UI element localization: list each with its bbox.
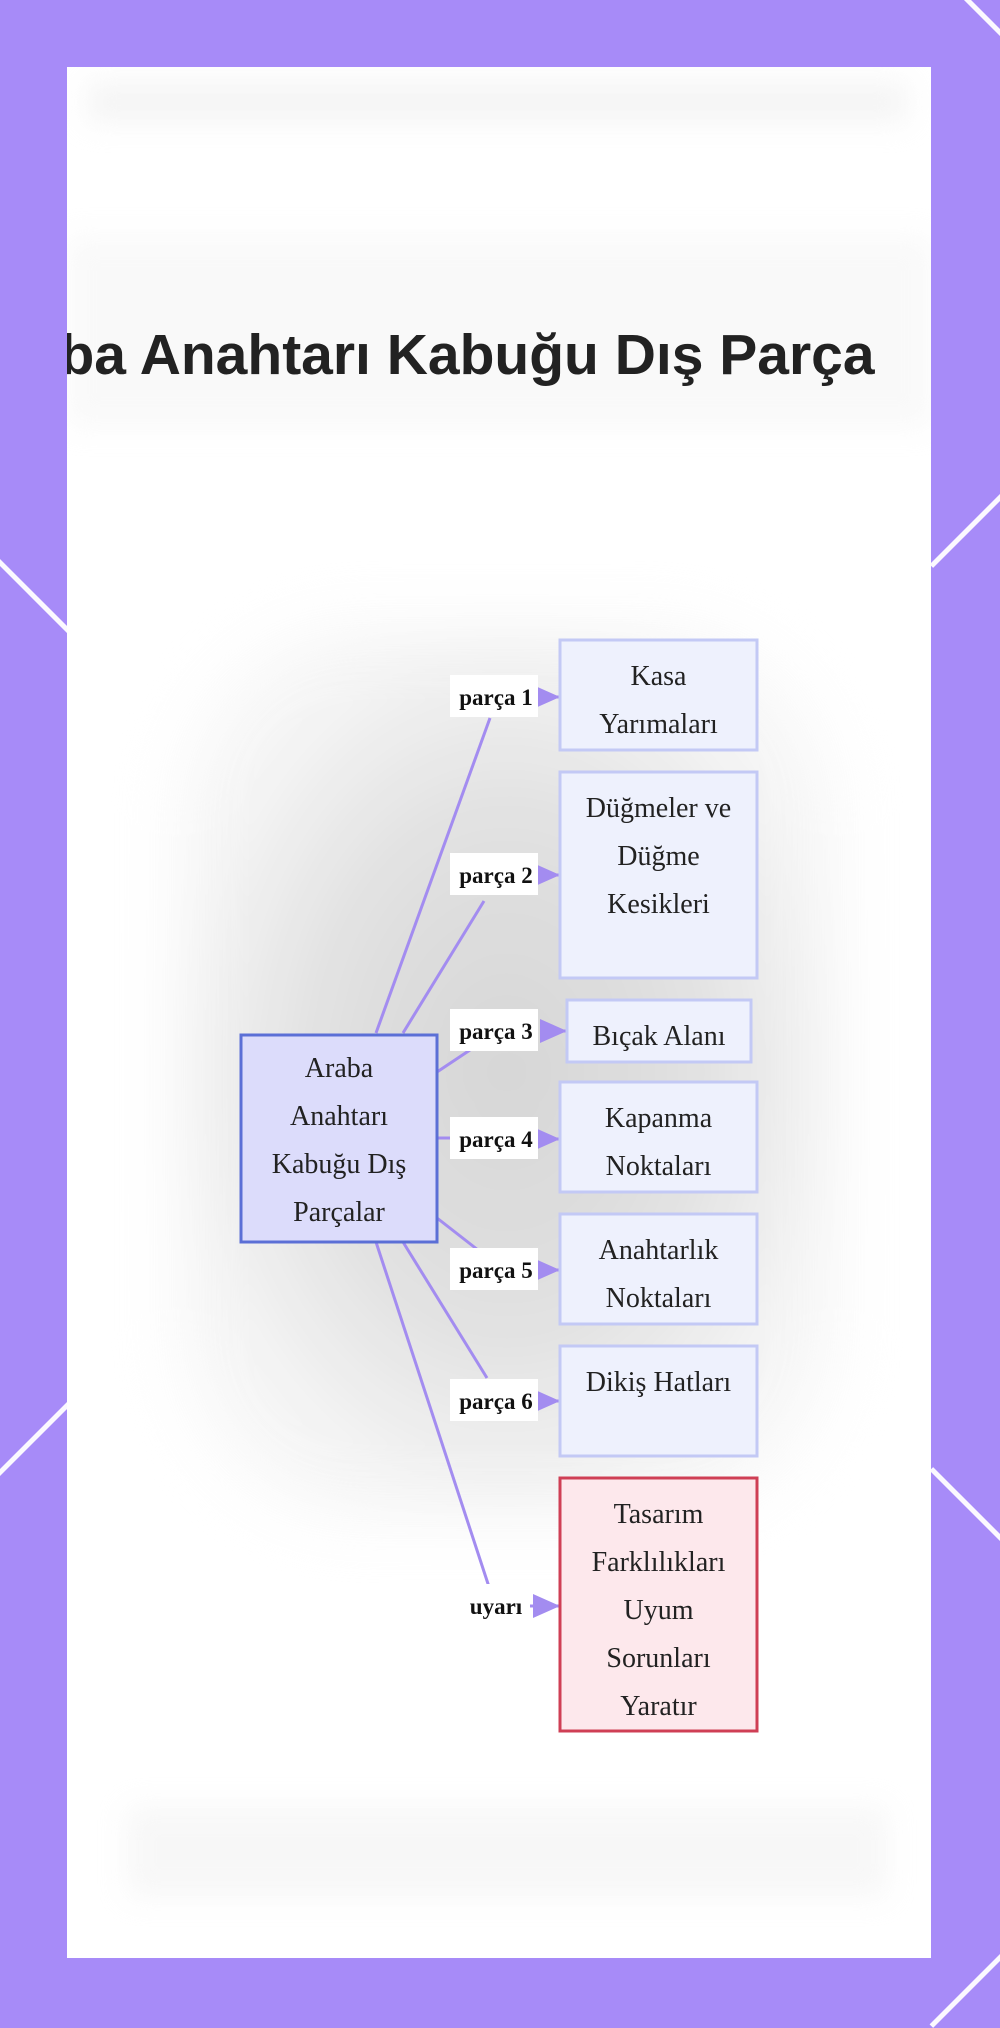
corner-stripe xyxy=(929,1467,1000,1598)
edge-label-bg xyxy=(450,1379,538,1421)
corner-stripe xyxy=(929,437,1000,568)
node-label: Dikiş Hatları xyxy=(586,1367,732,1398)
edge-label: parça 5 xyxy=(459,1258,532,1283)
edge-label: uyarı xyxy=(470,1594,523,1619)
node-label: Yaratır xyxy=(620,1691,697,1722)
node-label: Uyum xyxy=(624,1595,694,1626)
corner-stripe xyxy=(929,1897,1000,2028)
edge-label-bg xyxy=(450,853,538,895)
branch-node xyxy=(565,998,753,1064)
node-label: Düğmeler ve xyxy=(586,793,731,824)
warning-node xyxy=(558,1476,759,1733)
blurred-footer-strip xyxy=(127,1807,887,1897)
edge-label-bg xyxy=(450,1117,538,1159)
node-label: Tasarım xyxy=(614,1499,704,1530)
corner-stripe xyxy=(0,1397,76,1528)
root-label: Anahtarı xyxy=(290,1101,388,1132)
root-node xyxy=(239,1033,439,1244)
node-label: Kapanma xyxy=(605,1103,713,1134)
edge-label-bg xyxy=(466,1584,522,1626)
branch-node xyxy=(558,1344,759,1458)
root-label: Araba xyxy=(305,1053,374,1084)
connector-line xyxy=(436,1048,471,1074)
corner-stripe xyxy=(0,507,76,638)
connector-line xyxy=(401,900,486,1034)
branch-node xyxy=(558,638,759,752)
connector-line xyxy=(436,1216,479,1252)
connector-line xyxy=(374,1241,494,1597)
branch-node xyxy=(558,1212,759,1326)
node-label: Kesikleri xyxy=(607,889,710,920)
node-label: Noktaları xyxy=(606,1283,712,1314)
root-label: Kabuğu Dış xyxy=(272,1149,407,1180)
node-label: Düğme xyxy=(617,841,699,872)
node-label: Farklılıkları xyxy=(592,1547,726,1578)
edge-label: parça 4 xyxy=(459,1127,533,1152)
corner-stripe xyxy=(929,0,1000,93)
page-title: ba Anahtarı Kabuğu Dış Parça xyxy=(67,323,875,387)
node-label: Noktaları xyxy=(606,1151,712,1182)
node-label: Yarımaları xyxy=(599,709,718,740)
connector-line xyxy=(401,1241,489,1379)
branch-node xyxy=(558,770,759,980)
edge-label: parça 6 xyxy=(459,1389,532,1414)
node-label: Bıçak Alanı xyxy=(593,1021,726,1052)
blurred-header-strip xyxy=(87,82,907,122)
blurred-title-backdrop xyxy=(67,237,931,427)
root-label: Parçalar xyxy=(293,1197,385,1228)
edge-label: parça 2 xyxy=(459,863,532,888)
edge-label-bg xyxy=(450,1009,538,1051)
edge-label: parça 3 xyxy=(459,1019,532,1044)
edge-label-bg xyxy=(450,675,538,717)
content-card: ba Anahtarı Kabuğu Dış Parça parça 1 Kasa… xyxy=(67,67,931,1958)
node-label: Kasa xyxy=(631,661,688,692)
node-label: Sorunları xyxy=(606,1643,710,1674)
connector-line xyxy=(374,717,492,1034)
edge-label-bg xyxy=(450,1248,538,1290)
edge-label: parça 1 xyxy=(459,685,532,710)
node-label: Anahtarlık xyxy=(599,1235,719,1266)
branch-node xyxy=(558,1080,759,1194)
